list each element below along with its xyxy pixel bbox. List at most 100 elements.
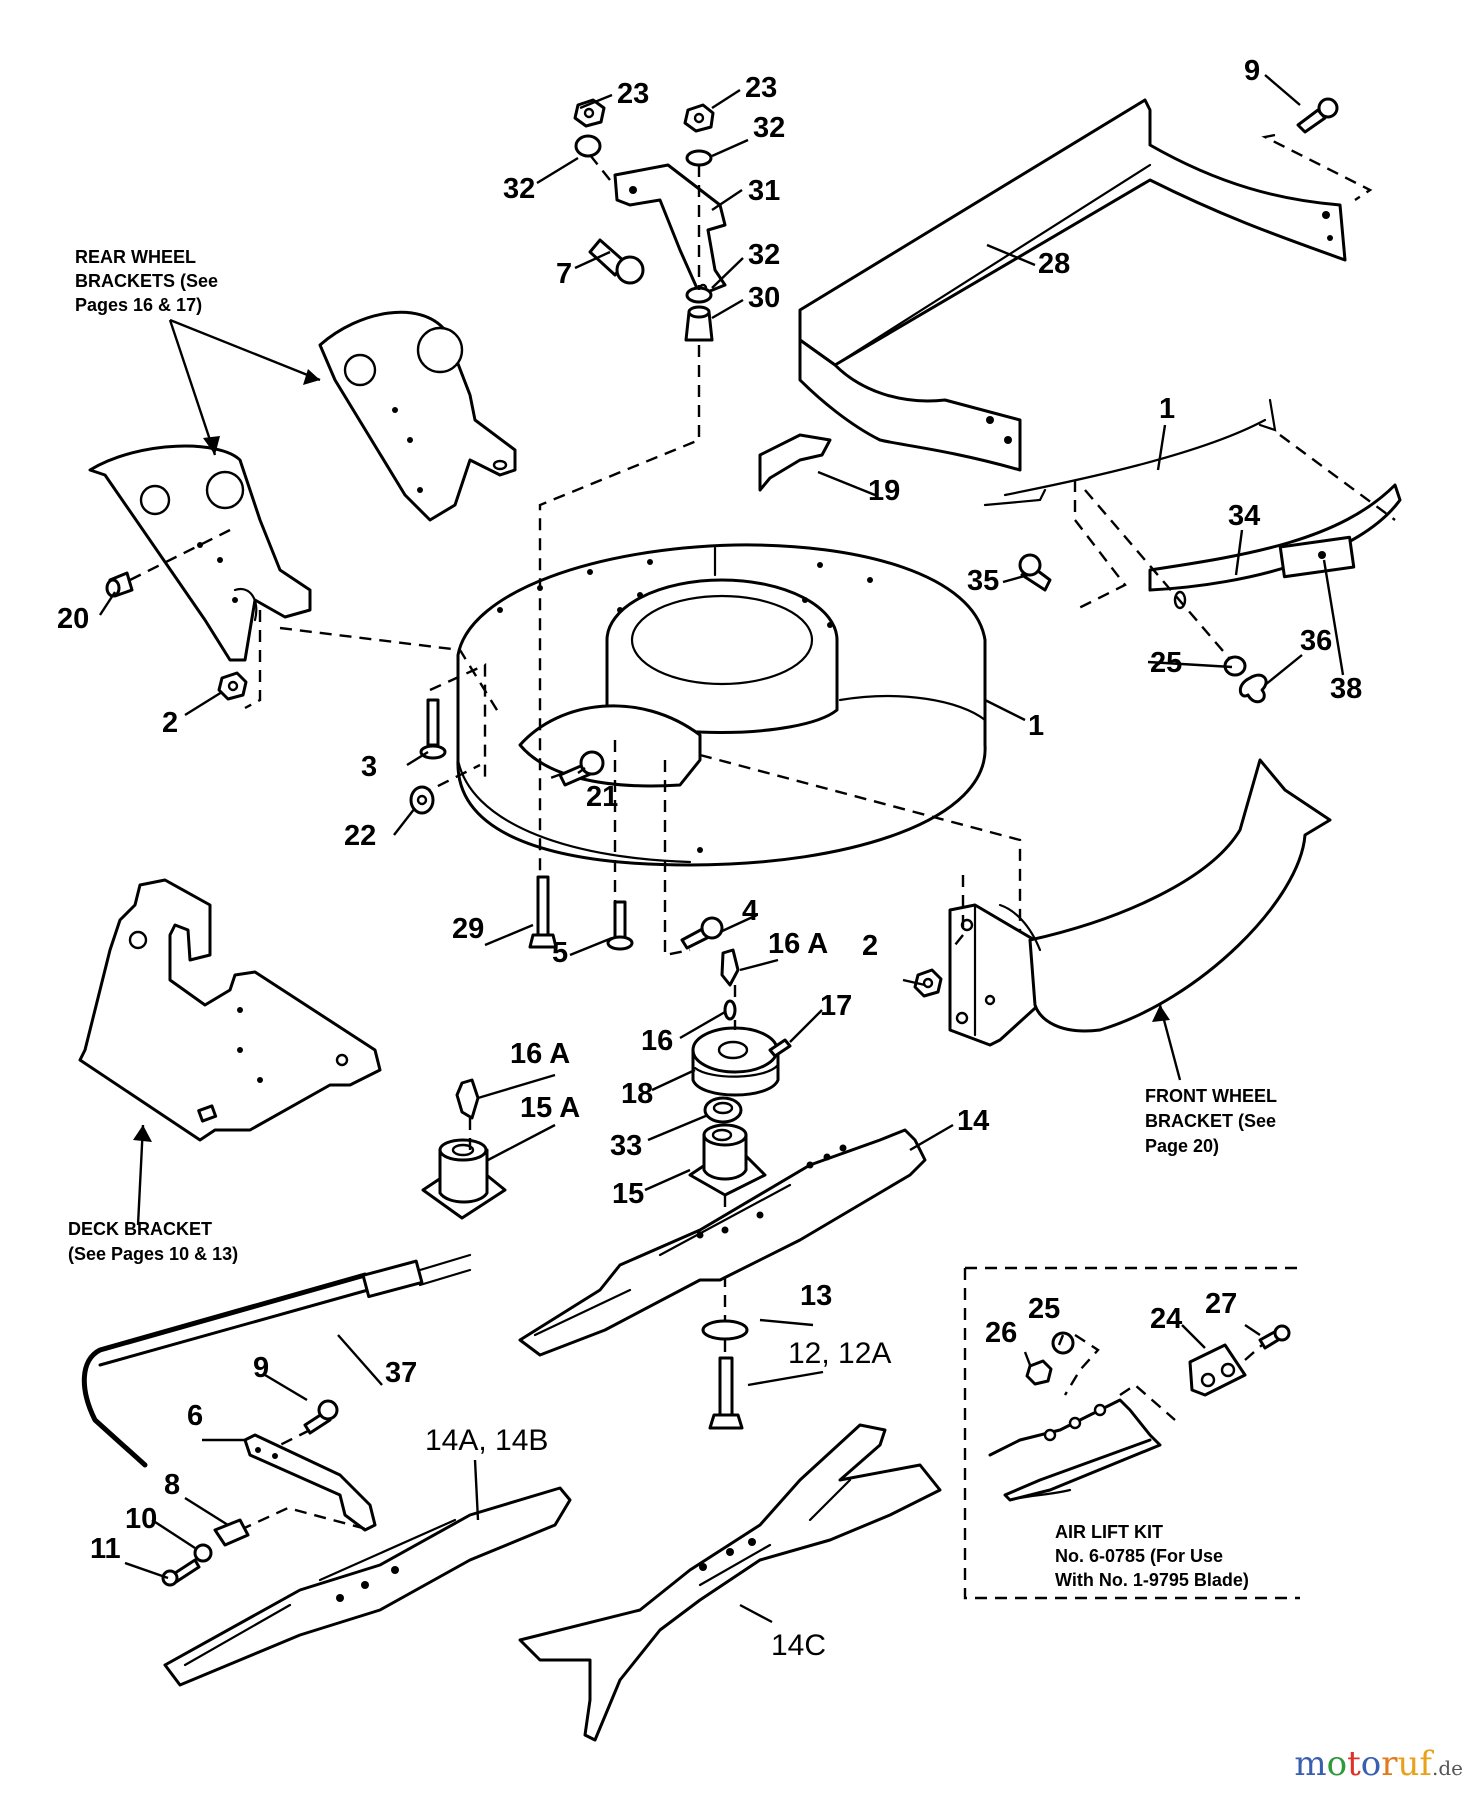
note-line: DECK BRACKET <box>68 1219 212 1239</box>
watermark-letter: t <box>1347 1744 1361 1784</box>
callout-29: 29 <box>452 913 484 945</box>
clip <box>213 1518 250 1547</box>
note-line: Pages 16 & 17) <box>75 295 202 315</box>
hex-nut <box>683 103 715 133</box>
leader-lines <box>98 74 1345 1624</box>
watermark-text: motoruf <box>1294 1744 1432 1784</box>
pulley <box>691 1026 780 1097</box>
watermark-letter: f <box>1419 1744 1432 1784</box>
nut <box>1025 1359 1053 1386</box>
air-lift-kit-box <box>963 1266 1300 1600</box>
washer <box>685 149 713 167</box>
callout-7: 7 <box>556 258 572 290</box>
carriage-bolt <box>558 750 605 787</box>
note-line: With No. 1-9795 Blade) <box>1055 1570 1249 1590</box>
arrow-head <box>303 369 320 385</box>
rear-wheel-bracket-upper <box>318 310 517 522</box>
shear-pin <box>455 1078 480 1120</box>
watermark-letter: m <box>1294 1744 1327 1784</box>
callout-16a: 16 A <box>510 1038 570 1070</box>
callout-32: 32 <box>503 173 535 205</box>
callout-9: 9 <box>1244 55 1260 87</box>
flange-bolt <box>1296 97 1339 134</box>
note-line: BRACKET (See <box>1145 1111 1276 1131</box>
callout-2: 2 <box>162 707 178 739</box>
note-line: AIR LIFT KIT <box>1055 1522 1163 1542</box>
callout-6: 6 <box>187 1400 203 1432</box>
callout-11: 11 <box>90 1533 121 1565</box>
deck-bracket <box>78 878 382 1142</box>
callout-25: 25 <box>1150 647 1182 679</box>
screw <box>606 900 634 951</box>
air-lift-blade <box>988 1398 1162 1502</box>
callout-4: 4 <box>742 895 758 927</box>
callout-8: 8 <box>164 1469 180 1501</box>
blade-14c <box>518 1423 942 1742</box>
star-washer <box>409 785 435 815</box>
washer <box>701 1319 749 1341</box>
callout-34: 34 <box>1228 500 1260 532</box>
washer <box>685 286 713 304</box>
screw <box>419 698 447 760</box>
blade-adapter <box>688 1123 767 1197</box>
callout-24: 24 <box>1150 1303 1182 1335</box>
set-screw <box>768 1038 792 1058</box>
note-front-wheel-bracket: FRONT WHEEL BRACKET (See Page 20) <box>1145 1086 1277 1156</box>
callout-32: 32 <box>753 112 785 144</box>
callout-23: 23 <box>617 78 649 110</box>
callout-36: 36 <box>1300 625 1332 657</box>
watermark-logo: motoruf.de <box>1294 1744 1463 1784</box>
flange-bolt <box>303 1399 339 1435</box>
flange-nut <box>217 671 248 701</box>
callout-37: 37 <box>385 1357 417 1389</box>
callout-1: 1 <box>1159 393 1175 425</box>
watermark-letter: o <box>1360 1744 1382 1784</box>
bolt <box>1018 553 1052 592</box>
note-air-lift-kit: AIR LIFT KIT No. 6-0785 (For Use With No… <box>1055 1522 1249 1590</box>
callout-23: 23 <box>745 72 777 104</box>
callout-22: 22 <box>344 820 376 852</box>
note-line: (See Pages 10 & 13) <box>68 1244 238 1264</box>
shear-pin <box>720 948 740 987</box>
callout-27: 27 <box>1205 1288 1237 1320</box>
blade-14a-14b <box>163 1486 572 1687</box>
callout-31: 31 <box>748 175 780 207</box>
callout-19: 19 <box>868 475 900 507</box>
flange-bolt <box>680 916 724 950</box>
blade-bolt <box>708 1356 744 1430</box>
callout-32: 32 <box>748 239 780 271</box>
watermark-suffix: .de <box>1432 1756 1463 1780</box>
note-line: REAR WHEEL <box>75 247 196 267</box>
deflector-clip <box>758 433 832 492</box>
note-rear-wheel-brackets: REAR WHEEL BRACKETS (See Pages 16 & 17) <box>75 247 218 315</box>
callout-30: 30 <box>748 282 780 314</box>
callout-2: 2 <box>862 930 878 962</box>
callout-17: 17 <box>820 990 852 1022</box>
callout-16: 16 <box>641 1025 673 1057</box>
watermark-letter: u <box>1397 1744 1420 1784</box>
bushing <box>105 571 134 598</box>
lift-rod <box>81 1253 472 1468</box>
arrow-head <box>203 436 220 455</box>
callout-10: 10 <box>125 1503 157 1535</box>
blade-standard <box>518 1128 927 1357</box>
callout-38: 38 <box>1330 673 1362 705</box>
arrow-head <box>1152 1005 1170 1022</box>
callout-20: 20 <box>57 603 89 635</box>
note-deck-bracket: DECK BRACKET (See Pages 10 & 13) <box>68 1219 238 1264</box>
flange-nut <box>913 968 943 998</box>
rear-wheel-bracket-lower <box>88 444 312 662</box>
wing-nut <box>1238 673 1268 704</box>
watermark-letter: r <box>1381 1744 1398 1784</box>
blade-adapter <box>421 1138 507 1220</box>
callout-28: 28 <box>1038 248 1070 280</box>
watermark-letter: o <box>1326 1744 1348 1784</box>
callout-18: 18 <box>621 1078 653 1110</box>
hex-bolt <box>528 875 558 949</box>
callout-13: 13 <box>800 1280 832 1312</box>
callout-15: 15 <box>612 1178 644 1210</box>
callout-33: 33 <box>610 1130 642 1162</box>
callout-26: 26 <box>985 1317 1017 1349</box>
deck-housing <box>456 543 987 867</box>
